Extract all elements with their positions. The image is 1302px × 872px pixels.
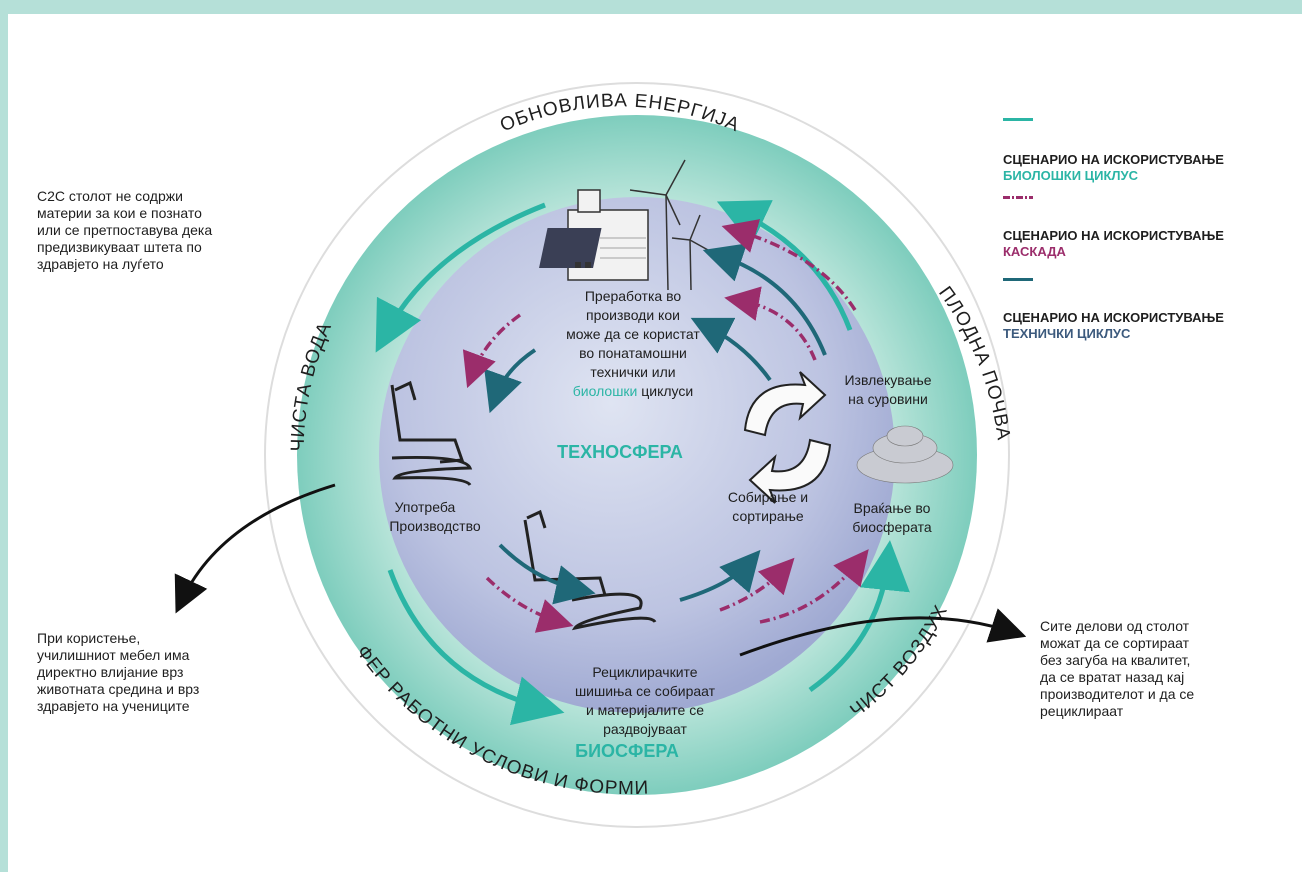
recycle-label: Рециклирачките шишиња се собираат и мате… [575, 664, 716, 737]
legend-item-cascade: СЦЕНАРИО НА ИСКОРИСТУВАЊЕ КАСКАДА [1003, 212, 1302, 276]
svg-text:сортирање: сортирање [732, 508, 804, 524]
svg-text:технички или: технички или [590, 364, 675, 380]
legend-item-tech: СЦЕНАРИО НА ИСКОРИСТУВАЊЕ ТЕХНИЧКИ ЦИКЛУ… [1003, 294, 1302, 358]
svg-text:на суровини: на суровини [848, 391, 928, 407]
technosphere-title: ТЕХНОСФЕРА [557, 442, 683, 462]
svg-text:Враќање во: Враќање во [854, 500, 931, 516]
svg-text:може да се користат: може да се користат [566, 326, 700, 342]
impact-arrow [174, 483, 336, 614]
svg-text:Рециклирачките: Рециклирачките [592, 664, 697, 680]
material-pile-icon [856, 425, 954, 484]
recycle-arrows-icon [743, 371, 832, 504]
svg-text:Производство: Производство [389, 518, 480, 534]
legend-line-bio [1003, 118, 1033, 121]
note-c2c-chair: C2C столот не содржи материи за кои е по… [37, 188, 213, 272]
legend-title: СЦЕНАРИО НА ИСКОРИСТУВАЊЕ [1003, 310, 1224, 325]
legend-title: СЦЕНАРИО НА ИСКОРИСТУВАЊЕ [1003, 228, 1224, 243]
svg-text:биолошки циклуси: биолошки циклуси [573, 383, 693, 399]
legend-title: СЦЕНАРИО НА ИСКОРИСТУВАЊЕ [1003, 152, 1224, 167]
svg-text:производи кои: производи кои [586, 307, 680, 323]
note-recycling: Сите делови од столот можат да се сортир… [1040, 618, 1195, 719]
left-border [0, 14, 8, 872]
svg-text:и материјалите се: и материјалите се [586, 702, 704, 718]
svg-text:биосферата: биосферата [852, 519, 931, 535]
svg-text:раздвојуваат: раздвојуваат [603, 721, 687, 737]
svg-text:во понатамошни: во понатамошни [579, 345, 687, 361]
chair-icon-usage [390, 380, 473, 487]
top-border [0, 0, 1302, 14]
svg-text:шишиња се собираат: шишиња се собираат [575, 683, 716, 699]
cascade-arrows [462, 219, 869, 633]
legend-line-tech [1003, 278, 1033, 281]
legend-sub: БИОЛОШКИ ЦИКЛУС [1003, 168, 1139, 183]
biosphere-title: БИОСФЕРА [575, 741, 679, 761]
svg-text:Преработка во: Преработка во [585, 288, 682, 304]
legend-sub: КАСКАДА [1003, 244, 1066, 259]
return-arrow [739, 608, 1027, 657]
svg-text:Употреба: Употреба [395, 499, 456, 515]
usage-label: Употреба Производство [389, 499, 480, 534]
svg-text:Извлекување: Извлекување [844, 372, 931, 388]
tech-cycle-arrows [484, 243, 827, 605]
legend-line-cascade [1003, 196, 1033, 199]
return-biosphere-label: Враќање во биосферата [852, 500, 931, 535]
extraction-label: Извлекување на суровини [844, 372, 931, 407]
legend-item-bio: СЦЕНАРИО НА ИСКОРИСТУВАЊЕ БИОЛОШКИ ЦИКЛУ… [1003, 136, 1302, 200]
legend-sub: ТЕХНИЧКИ ЦИКЛУС [1003, 326, 1131, 341]
wind-turbine-icon [629, 159, 709, 291]
collecting-label: Собирање и сортирање [728, 489, 808, 524]
note-usage-impact: При користење, училишниот мебел има дире… [37, 630, 200, 714]
svg-text:Собирање и: Собирање и [728, 489, 808, 505]
processing-label: Преработка во производи кои може да се к… [566, 288, 700, 399]
outer-ring [264, 82, 1010, 828]
factory-icon [539, 189, 649, 281]
